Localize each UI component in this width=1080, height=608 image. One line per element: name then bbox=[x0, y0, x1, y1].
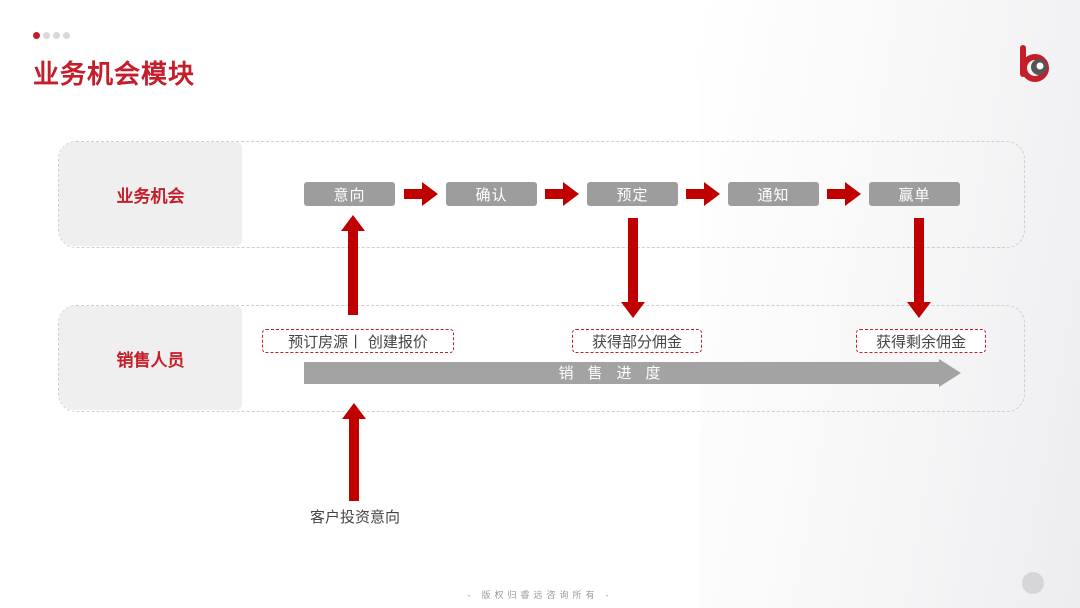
arrow-up-icon bbox=[341, 215, 365, 315]
arrow-down-icon bbox=[907, 218, 931, 318]
lane-label-sales-person: 销售人员 bbox=[59, 306, 242, 410]
arrow-down-icon bbox=[621, 218, 645, 318]
flow-step-intent: 意向 bbox=[304, 182, 395, 206]
brand-logo-icon bbox=[1020, 45, 1049, 82]
tag-booking-quote: 预订房源丨 创建报价 bbox=[262, 329, 454, 353]
page-dot[interactable] bbox=[43, 32, 50, 39]
flow-step-confirm: 确认 bbox=[446, 182, 537, 206]
tag-remaining-commission: 获得剩余佣金 bbox=[856, 329, 986, 353]
flow-step-reserve: 预定 bbox=[587, 182, 678, 206]
page-nav-button[interactable] bbox=[1022, 572, 1044, 594]
page-dot-active[interactable] bbox=[33, 32, 40, 39]
page-dot[interactable] bbox=[53, 32, 60, 39]
sales-progress-label: 销售进度 bbox=[558, 364, 675, 382]
page-title: 业务机会模块 bbox=[33, 60, 196, 90]
flow-step-win: 赢单 bbox=[869, 182, 960, 206]
arrow-right-icon bbox=[827, 182, 861, 206]
copyright-footer: - 版权归睿远咨询所有 - bbox=[467, 591, 613, 601]
business-opportunity-lane: 业务机会 bbox=[58, 141, 1025, 248]
arrow-right-icon bbox=[686, 182, 720, 206]
customer-intent-label: 客户投资意向 bbox=[309, 508, 400, 526]
arrow-right-icon bbox=[404, 182, 438, 206]
page-dot[interactable] bbox=[63, 32, 70, 39]
sales-person-lane: 销售人员 bbox=[58, 305, 1025, 412]
arrow-up-icon bbox=[342, 403, 366, 501]
flow-step-notify: 通知 bbox=[728, 182, 819, 206]
arrow-right-icon bbox=[545, 182, 579, 206]
page-indicator bbox=[33, 32, 70, 39]
tag-partial-commission: 获得部分佣金 bbox=[572, 329, 702, 353]
sales-progress-arrow bbox=[304, 359, 961, 387]
lane-label-business-opportunity: 业务机会 bbox=[59, 142, 242, 246]
background-shade bbox=[700, 0, 1080, 608]
